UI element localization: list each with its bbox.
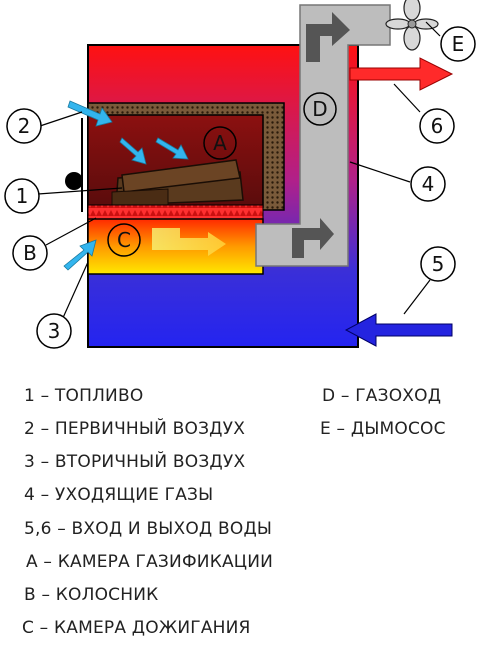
svg-text:E: E bbox=[452, 32, 465, 56]
svg-text:4: 4 bbox=[422, 172, 435, 196]
callout-d: D bbox=[303, 92, 337, 126]
legend-item-4: 4 – УХОДЯЩИЕ ГАЗЫ bbox=[24, 485, 214, 505]
legend-item-d: D – ГАЗОХОД bbox=[322, 386, 442, 406]
legend-item-5-6: 5,6 – ВХОД И ВЫХОД ВОДЫ bbox=[24, 519, 273, 539]
secondary-air-arrow bbox=[63, 239, 97, 271]
svg-text:C: C bbox=[117, 228, 131, 252]
water-outlet-arrow bbox=[349, 57, 454, 91]
flue-duct bbox=[255, 4, 391, 267]
callout-6: 6 bbox=[419, 108, 455, 144]
grate bbox=[87, 204, 264, 220]
primary-air-arrows bbox=[67, 100, 189, 165]
legend-item-2: 2 – ПЕРВИЧНЫЙ ВОЗДУХ bbox=[24, 419, 246, 439]
legend-item-a: A – КАМЕРА ГАЗИФИКАЦИИ bbox=[26, 552, 274, 572]
svg-text:5: 5 bbox=[432, 252, 445, 276]
door-handle bbox=[65, 172, 83, 190]
fuel-logs bbox=[111, 159, 244, 210]
svg-text:1: 1 bbox=[16, 184, 29, 208]
svg-text:B: B bbox=[23, 241, 37, 265]
svg-text:3: 3 bbox=[48, 319, 61, 343]
svg-text:A: A bbox=[213, 131, 227, 155]
callout-2: 2 bbox=[6, 108, 42, 144]
svg-text:6: 6 bbox=[431, 114, 444, 138]
callout-3: 3 bbox=[36, 313, 72, 349]
callout-a: A bbox=[203, 126, 237, 160]
callout-c: C bbox=[107, 223, 141, 257]
callout-e: E bbox=[440, 26, 476, 62]
legend-item-e: E – ДЫМОСОС bbox=[320, 419, 446, 439]
duct-arrow-upper bbox=[306, 12, 350, 62]
callout-b: B bbox=[12, 235, 48, 271]
leader-lines bbox=[37, 21, 441, 321]
svg-text:D: D bbox=[312, 97, 327, 121]
boiler-diagram: 2 1 B 3 A C D E 6 4 5 bbox=[4, 0, 476, 349]
svg-text:2: 2 bbox=[18, 114, 31, 138]
callout-1: 1 bbox=[4, 178, 40, 214]
water-inlet-arrow bbox=[344, 313, 453, 347]
legend-item-b: B – КОЛОСНИК bbox=[24, 585, 159, 605]
callout-4: 4 bbox=[410, 166, 446, 202]
legend-item-3: 3 – ВТОРИЧНЫЙ ВОЗДУХ bbox=[24, 452, 246, 472]
flame-flow-arrow bbox=[152, 228, 226, 256]
legend-item-1: 1 – ТОПЛИВО bbox=[24, 386, 144, 406]
callout-5: 5 bbox=[420, 246, 456, 282]
fan-icon bbox=[385, 0, 439, 51]
legend-item-c: C – КАМЕРА ДОЖИГАНИЯ bbox=[22, 618, 251, 638]
duct-arrow-lower bbox=[292, 218, 334, 258]
